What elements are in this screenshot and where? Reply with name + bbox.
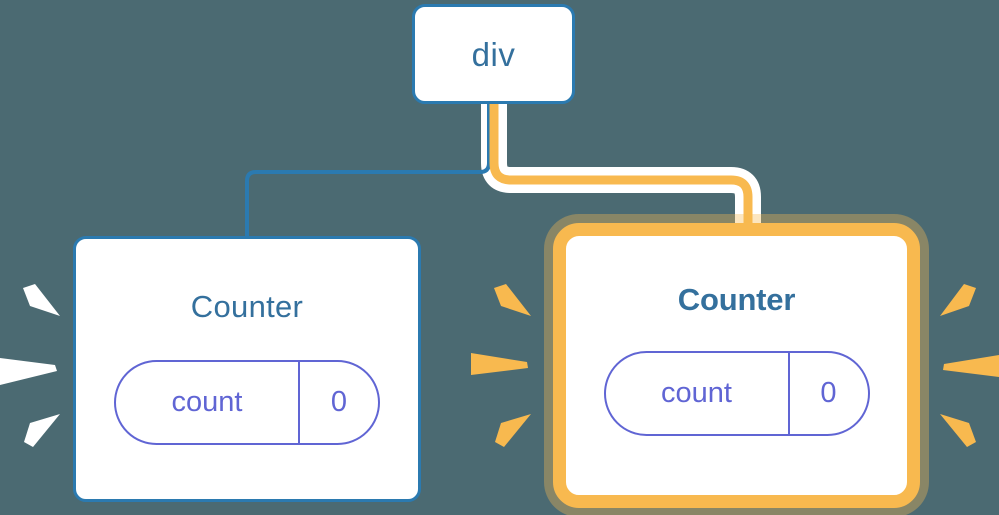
wire-div-to-counter-right [489, 100, 753, 238]
counter-right-title: Counter [677, 282, 796, 317]
counter-left-state-key: count [171, 386, 243, 418]
sparkle-ray-white-middle [0, 358, 57, 385]
sparkle-group-middle [471, 284, 531, 447]
node-div[interactable]: div [412, 4, 575, 104]
sparkle-ray-orange-middle-upper [494, 284, 531, 316]
node-div-label: div [471, 35, 516, 73]
node-counter-right[interactable]: Counter count 0 [553, 223, 920, 508]
wire-div-to-counter-left [245, 103, 491, 238]
sparkle-ray-orange-right-center [943, 355, 999, 377]
sparkle-ray-orange-middle-center [471, 353, 528, 375]
sparkle-ray-white-upper [23, 284, 60, 316]
sparkle-ray-white-lower [24, 414, 60, 447]
sparkle-group-left [0, 284, 60, 447]
counter-left-title: Counter [190, 289, 304, 324]
counter-right-state-value: 0 [787, 353, 868, 434]
sparkle-ray-orange-right-lower [940, 414, 976, 447]
sparkle-group-right [940, 284, 999, 447]
sparkle-ray-orange-middle-lower [495, 414, 531, 447]
counter-right-state-key: count [661, 377, 732, 409]
counter-left-state-value: 0 [298, 362, 378, 443]
sparkle-ray-orange-right-upper [940, 284, 976, 316]
counter-left-state-pill: count 0 [114, 360, 380, 445]
node-counter-left[interactable]: Counter count 0 [73, 236, 421, 502]
counter-right-state-pill: count 0 [603, 351, 870, 436]
